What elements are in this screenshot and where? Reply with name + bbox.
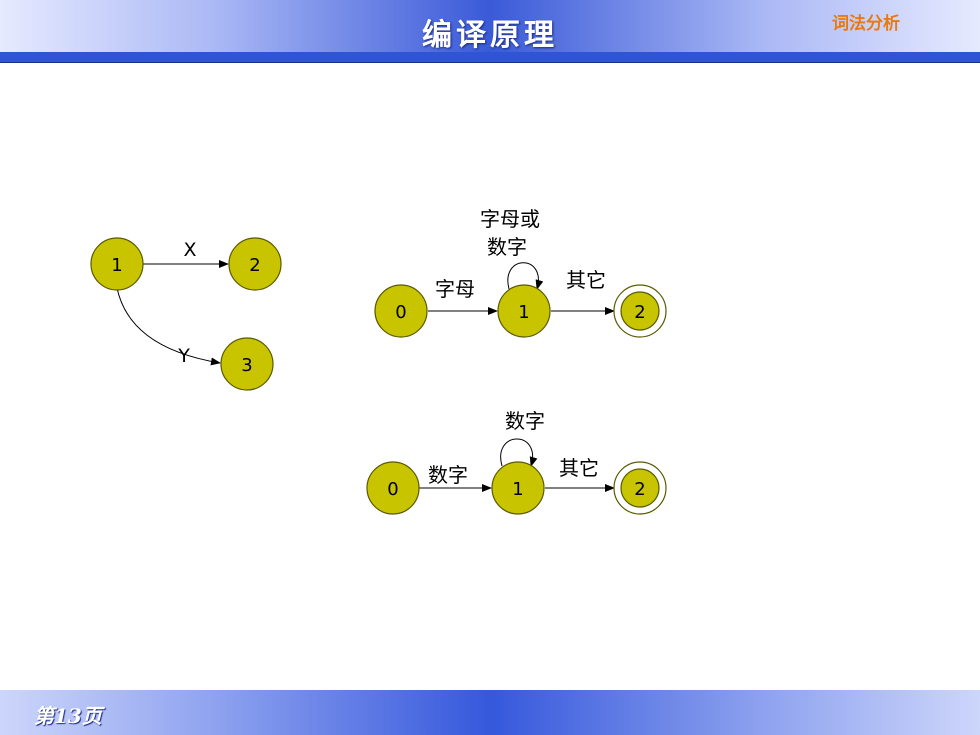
edge-label: Y xyxy=(177,345,190,367)
section-title: 词法分析 xyxy=(832,14,900,34)
state-node xyxy=(228,237,282,291)
state-label: 2 xyxy=(634,302,645,323)
state-label: 2 xyxy=(634,479,645,500)
state-label: 0 xyxy=(395,302,406,323)
state-label: 2 xyxy=(249,255,260,276)
state-node xyxy=(491,461,545,515)
footer-banner xyxy=(0,690,980,735)
state-label: 0 xyxy=(387,479,398,500)
header-divider xyxy=(0,62,980,63)
edge-label: 字母 xyxy=(435,277,475,301)
header-banner xyxy=(0,0,980,52)
header-bar xyxy=(0,52,980,62)
accepting-state-node xyxy=(620,291,660,331)
edge-label: 字母或 xyxy=(480,207,540,231)
state-label: 1 xyxy=(111,255,122,276)
page-number: 第13页 xyxy=(34,704,102,728)
edge-label: 其它 xyxy=(559,456,599,480)
edge-label: 数字 xyxy=(428,463,468,487)
number-automaton: 0 1 2 数字 数字 其它 xyxy=(366,409,667,515)
edge-label: X xyxy=(183,239,196,261)
state-node xyxy=(90,237,144,291)
edge-label: 数字 xyxy=(505,409,545,433)
edge-label: 其它 xyxy=(566,268,606,292)
self-loop-1 xyxy=(507,262,544,290)
self-loop-1 xyxy=(500,438,538,467)
state-label: 3 xyxy=(241,355,252,376)
state-node xyxy=(374,284,428,338)
edge-label: 数字 xyxy=(487,235,527,259)
state-label: 1 xyxy=(518,302,529,323)
state-node xyxy=(220,337,274,391)
course-title: 编译原理 xyxy=(422,18,558,53)
state-node xyxy=(497,284,551,338)
state-label: 1 xyxy=(512,479,523,500)
edge-1-3 xyxy=(116,287,221,366)
identifier-automaton: 0 1 2 字母 字母或 数字 其它 xyxy=(374,207,667,338)
state-node xyxy=(366,461,420,515)
accepting-state-node xyxy=(620,468,660,508)
xy-branch-diagram: 1 2 3 X Y xyxy=(90,237,282,391)
